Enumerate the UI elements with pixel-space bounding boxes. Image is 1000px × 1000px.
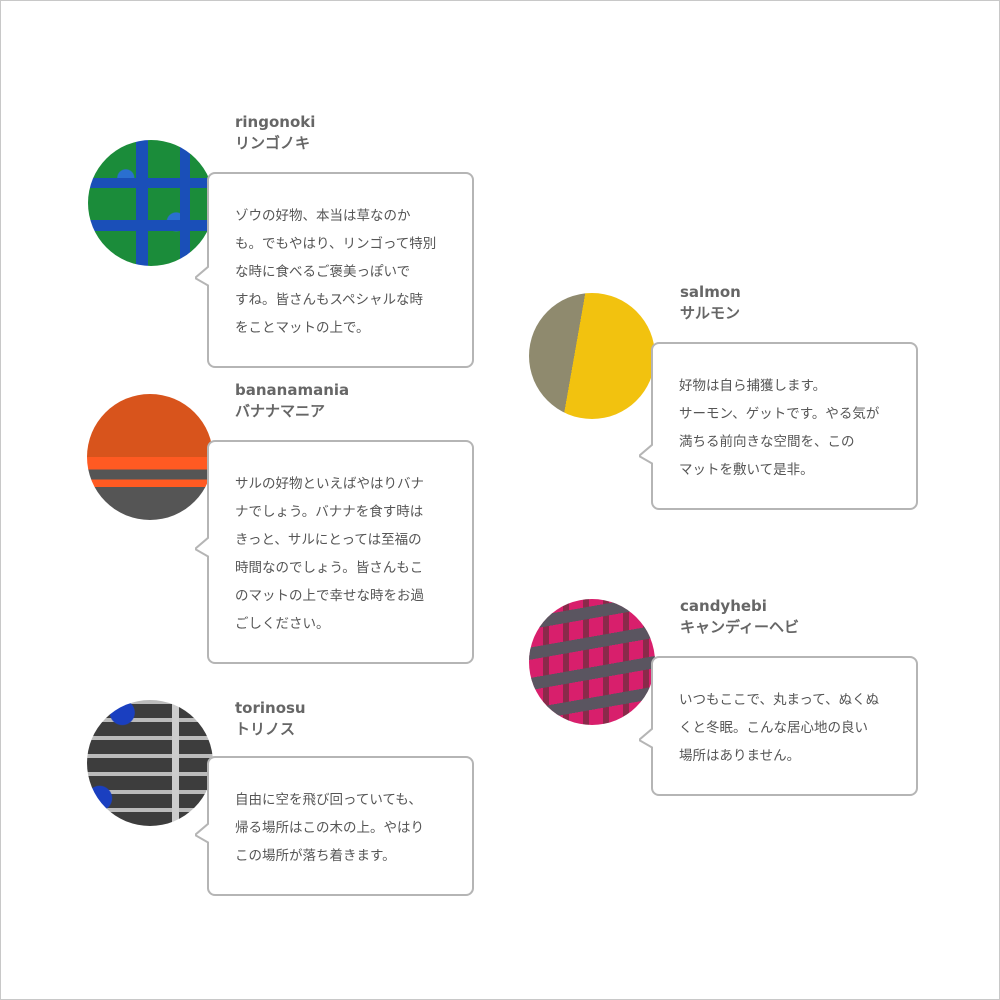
ringonoki-description: ゾウの好物、本当は草なのか も。でもやはり、リンゴって特別 な時に食べるご褒美っ… — [235, 208, 437, 336]
salmon-name-en: salmon — [680, 283, 741, 301]
candyhebi-description-bubble: いつもここで、丸まって、ぬくぬ くと冬眠。こんな居心地の良い 場所はありません。 — [639, 656, 918, 796]
salmon-name-ja: サルモン — [680, 304, 741, 322]
bananamania-name-ja: バナナマニア — [235, 402, 326, 420]
bananamania-description-bubble: サルの好物といえばやはりバナ ナでしょう。バナナを食す時は きっと、サルにとって… — [195, 440, 474, 664]
candyhebi-name-en: candyhebi — [680, 597, 767, 615]
candyhebi-mat-image — [529, 599, 655, 725]
torinosu-name-en: torinosu — [235, 699, 306, 717]
torinosu-description: 自由に空を飛び回っていても、 帰る場所はこの木の上。やはり この場所が落ち着きま… — [235, 792, 424, 864]
bananamania-description: サルの好物といえばやはりバナ ナでしょう。バナナを食す時は きっと、サルにとって… — [235, 476, 424, 632]
torinosu-description-bubble: 自由に空を飛び回っていても、 帰る場所はこの木の上。やはり この場所が落ち着きま… — [195, 756, 474, 896]
ringonoki-description-bubble: ゾウの好物、本当は草なのか も。でもやはり、リンゴって特別 な時に食べるご褒美っ… — [195, 172, 474, 368]
bananamania-name-en: bananamania — [235, 381, 350, 399]
torinosu-mat-image — [87, 700, 213, 826]
torinosu-name-ja: トリノス — [235, 720, 296, 738]
ringonoki-name-en: ringonoki — [235, 113, 316, 131]
salmon-mat-image — [529, 293, 655, 419]
candyhebi-name-ja: キャンディーヘビ — [680, 618, 799, 636]
salmon-description: 好物は自ら捕獲します。 サーモン、ゲットです。やる気が 満ちる前向きな空間を、こ… — [679, 378, 880, 478]
bananamania-mat-image — [87, 394, 213, 520]
ringonoki-name-ja: リンゴノキ — [235, 134, 311, 152]
salmon-description-bubble: 好物は自ら捕獲します。 サーモン、ゲットです。やる気が 満ちる前向きな空間を、こ… — [639, 342, 918, 510]
ringonoki-mat-image — [88, 140, 214, 266]
candyhebi-description: いつもここで、丸まって、ぬくぬ くと冬眠。こんな居心地の良い 場所はありません。 — [679, 692, 880, 764]
